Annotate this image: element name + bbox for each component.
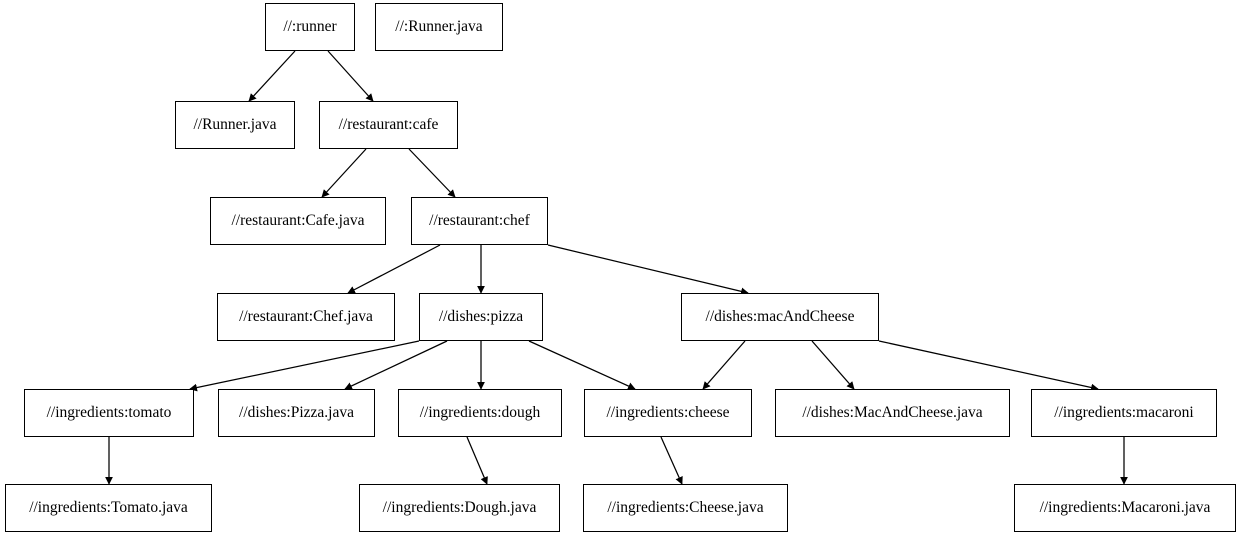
graph-node-label: //:runner: [283, 18, 337, 36]
graph-node-label: //:Runner.java: [395, 18, 483, 36]
graph-node-ing_tomato[interactable]: //ingredients:tomato: [24, 389, 194, 437]
graph-node-label: //ingredients:Dough.java: [382, 499, 537, 517]
graph-node-dishes_macandcheese[interactable]: //dishes:macAndCheese: [681, 293, 879, 341]
graph-node-label: //restaurant:Chef.java: [239, 308, 373, 326]
graph-node-label: //ingredients:tomato: [46, 404, 172, 422]
graph-node-label: //ingredients:cheese: [606, 404, 730, 422]
graph-node-label: //dishes:macAndCheese: [705, 308, 855, 326]
graph-node-label: //restaurant:Cafe.java: [231, 212, 365, 230]
graph-node-ing_macaroni[interactable]: //ingredients:macaroni: [1031, 389, 1217, 437]
graph-node-label: //ingredients:Macaroni.java: [1039, 499, 1211, 517]
graph-node-runner_java[interactable]: //Runner.java: [175, 101, 295, 149]
graph-node-ing_tomato_java[interactable]: //ingredients:Tomato.java: [5, 484, 212, 532]
graph-node-ing_dough[interactable]: //ingredients:dough: [398, 389, 562, 437]
graph-node-label: //dishes:MacAndCheese.java: [802, 404, 983, 422]
graph-node-ing_macaroni_java[interactable]: //ingredients:Macaroni.java: [1014, 484, 1236, 532]
graph-node-restaurant_cafe[interactable]: //restaurant:cafe: [319, 101, 458, 149]
graph-node-dishes_pizza_java[interactable]: //dishes:Pizza.java: [218, 389, 375, 437]
graph-node-restaurant_chef[interactable]: //restaurant:chef: [411, 197, 548, 245]
graph-node-label: //ingredients:dough: [419, 404, 541, 422]
graph-node-label: //dishes:Pizza.java: [239, 404, 354, 422]
graph-node-restaurant_cafe_java[interactable]: //restaurant:Cafe.java: [210, 197, 386, 245]
graph-node-label: //restaurant:cafe: [338, 116, 439, 134]
graph-node-dishes_mac_java[interactable]: //dishes:MacAndCheese.java: [775, 389, 1010, 437]
graph-node-dishes_pizza[interactable]: //dishes:pizza: [419, 293, 543, 341]
graph-node-label: //ingredients:Cheese.java: [607, 499, 764, 517]
graph-node-label: //restaurant:chef: [429, 212, 530, 230]
graph-node-ing_dough_java[interactable]: //ingredients:Dough.java: [359, 484, 560, 532]
graph-node-root_runner_java[interactable]: //:Runner.java: [375, 3, 503, 51]
graph-node-ing_cheese_java[interactable]: //ingredients:Cheese.java: [583, 484, 788, 532]
graph-node-label: //ingredients:Tomato.java: [29, 499, 188, 517]
graph-node-ing_cheese[interactable]: //ingredients:cheese: [584, 389, 752, 437]
graph-node-runner[interactable]: //:runner: [265, 3, 355, 51]
graph-node-label: //ingredients:macaroni: [1054, 404, 1194, 422]
graph-node-label: //dishes:pizza: [438, 308, 524, 326]
graph-node-restaurant_chef_java[interactable]: //restaurant:Chef.java: [217, 293, 395, 341]
graph-node-label: //Runner.java: [193, 116, 277, 134]
